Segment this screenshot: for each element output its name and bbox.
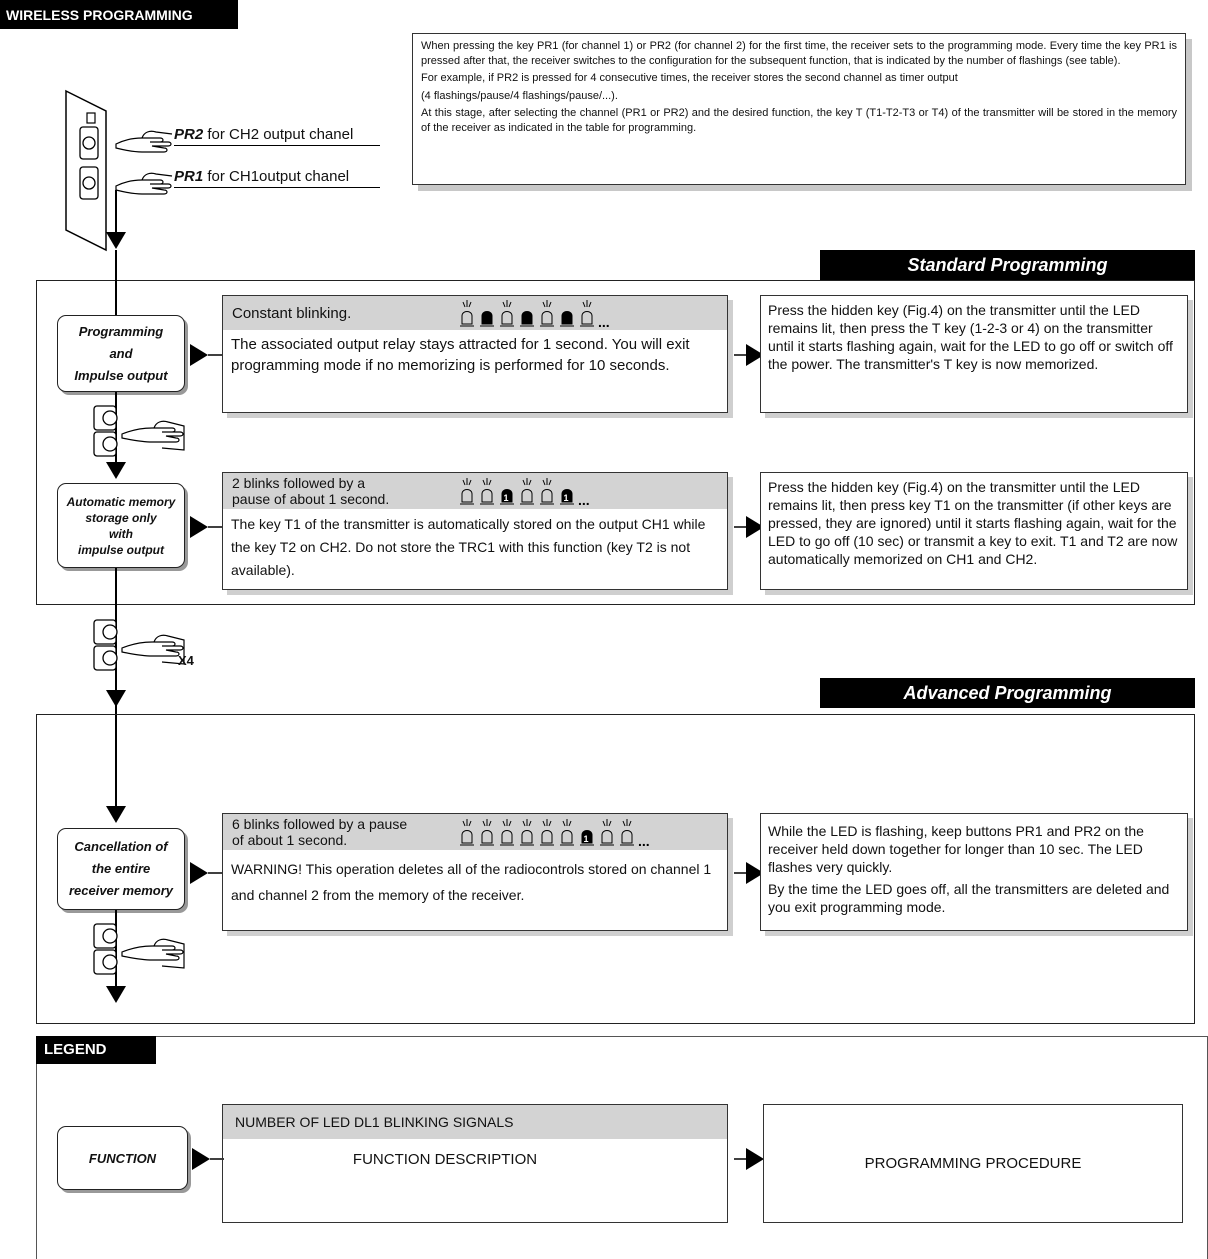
function-automatic-memory: Automatic memory storage only with impul… — [57, 483, 185, 568]
flow-line — [115, 190, 117, 235]
function-cancellation: Cancellation of the entire receiver memo… — [57, 828, 185, 910]
intro-paragraph-3: (4 flashings/pause/4 flashings/pause/...… — [421, 89, 618, 102]
receiver-board-icon — [65, 89, 107, 252]
pr1-description: for CH1output chanel — [207, 168, 350, 185]
ellipsis-text: ... — [638, 833, 650, 849]
pr1-label: PR1 for CH1output chanel — [174, 168, 380, 188]
signal-header: Constant blinking. ... — [223, 296, 727, 330]
standard-programming-panel — [36, 280, 1195, 605]
signal-header: 2 blinks followed by a pause of about 1 … — [223, 473, 727, 509]
function-line: Programming — [78, 323, 164, 339]
intro-box: When pressing the key PR1 (for channel 1… — [412, 33, 1186, 185]
description-box: 6 blinks followed by a pause of about 1 … — [222, 813, 728, 931]
ellipsis-text: ... — [578, 492, 590, 508]
arrow-down-icon — [106, 462, 126, 479]
signal-header: 6 blinks followed by a pause of about 1 … — [223, 814, 727, 850]
function-line: the entire — [91, 861, 151, 876]
function-line: Automatic memory — [66, 494, 176, 509]
function-line: storage only — [85, 510, 157, 525]
page-title: WIRELESS PROGRAMMING — [0, 0, 238, 29]
legend-function-box: FUNCTION — [57, 1126, 188, 1190]
ellipsis-text: ... — [598, 314, 610, 330]
arrow-right-icon — [734, 862, 764, 884]
pointing-hand-icon — [115, 172, 173, 195]
legend-signal-header: NUMBER OF LED DL1 BLINKING SIGNALS — [223, 1105, 727, 1139]
description-box: Constant blinking. ... The associated ou… — [222, 295, 728, 413]
led-blink-pattern-icon: ... — [460, 300, 610, 330]
arrow-right-icon — [192, 1148, 224, 1170]
pr1-key-label: PR1 — [174, 168, 204, 185]
arrow-right-icon — [190, 516, 224, 538]
signal-text: Constant blinking. — [232, 305, 352, 322]
legend-description-text: FUNCTION DESCRIPTION — [352, 1151, 538, 1168]
flow-line — [115, 250, 117, 315]
function-line: and — [109, 345, 133, 361]
press-count-label: X4 — [178, 653, 194, 668]
function-line: impulse output — [78, 542, 164, 557]
legend-title: LEGEND — [36, 1036, 156, 1064]
led-digit-text: 1 — [564, 493, 569, 503]
arrow-down-icon — [106, 232, 126, 249]
pr2-key-label: PR2 — [174, 126, 204, 143]
procedure-box: Press the hidden key (Fig.4) on the tran… — [760, 472, 1188, 590]
flow-line — [115, 568, 117, 808]
function-line: Cancellation of — [74, 839, 168, 854]
receiver-button-icon — [93, 923, 185, 975]
signal-text: of about 1 second. — [232, 832, 348, 848]
signal-text: 2 blinks followed by a — [232, 475, 366, 491]
arrow-down-icon — [106, 986, 126, 1003]
advanced-programming-panel — [36, 714, 1195, 1024]
arrow-right-icon — [734, 516, 764, 538]
legend-procedure-box: PROGRAMMING PROCEDURE — [763, 1104, 1183, 1223]
procedure-text: By the time the LED goes off, all the tr… — [768, 881, 1170, 915]
procedure-box: Press the hidden key (Fig.4) on the tran… — [760, 295, 1188, 413]
intro-paragraph-4: At this stage, after selecting the chann… — [421, 107, 1177, 134]
pr2-description: for CH2 output chanel — [207, 126, 354, 143]
description-text: The associated output relay stays attrac… — [231, 336, 690, 374]
description-text: WARNING! This operation deletes all of t… — [231, 861, 712, 903]
function-line: receiver memory — [68, 883, 174, 898]
arrow-right-icon — [190, 344, 224, 366]
pr2-label: PR2 for CH2 output chanel — [174, 126, 380, 146]
arrow-down-icon — [106, 690, 126, 707]
function-line: with — [109, 526, 133, 541]
led-blink-pattern-icon: 1 1 ... — [460, 478, 590, 508]
signal-text: 6 blinks followed by a pause — [232, 816, 408, 832]
intro-paragraph-1: When pressing the key PR1 (for channel 1… — [421, 40, 1177, 67]
arrow-right-icon — [734, 1148, 764, 1170]
function-programming-impulse: Programming and Impulse output — [57, 315, 185, 392]
standard-programming-label: Standard Programming — [820, 250, 1195, 280]
advanced-programming-label: Advanced Programming — [820, 678, 1195, 708]
pointing-hand-icon — [115, 130, 173, 153]
led-digit-text: 1 — [584, 834, 589, 844]
description-box: 2 blinks followed by a pause of about 1 … — [222, 472, 728, 590]
receiver-button-icon — [93, 619, 185, 671]
signal-text: pause of about 1 second. — [232, 491, 390, 507]
arrow-right-icon — [190, 862, 224, 884]
description-text: The key T1 of the transmitter is automat… — [231, 516, 706, 578]
receiver-button-icon — [93, 405, 185, 457]
legend-description-box: NUMBER OF LED DL1 BLINKING SIGNALS FUNCT… — [222, 1104, 728, 1223]
arrow-down-icon — [106, 806, 126, 823]
function-line: Impulse output — [74, 367, 168, 383]
intro-paragraph-2: For example, if PR2 is pressed for 4 con… — [421, 72, 958, 84]
procedure-text: While the LED is flashing, keep buttons … — [768, 823, 1144, 875]
led-blink-pattern-icon: 1 ... — [460, 819, 650, 849]
led-digit-text: 1 — [504, 493, 509, 503]
arrow-right-icon — [734, 344, 764, 366]
procedure-box: While the LED is flashing, keep buttons … — [760, 813, 1188, 931]
